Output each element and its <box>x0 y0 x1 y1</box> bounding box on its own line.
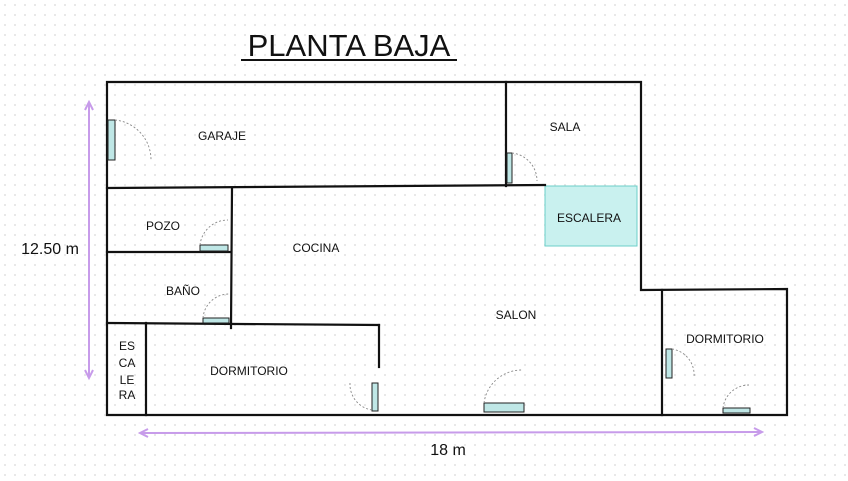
door-bano <box>202 293 230 324</box>
door-garaje <box>107 119 152 161</box>
escalera-small-line-1: ES <box>119 339 135 353</box>
plan-title: PLANTA BAJA <box>248 28 451 63</box>
room-label-escalera: ESCALERA <box>557 211 621 225</box>
door-sala <box>506 152 538 184</box>
room-label-garaje: GARAJE <box>198 129 246 143</box>
door-dormitorio-2-left <box>665 348 695 379</box>
door-dormitorio-1 <box>349 382 379 412</box>
door-salon <box>483 369 525 413</box>
room-label-cocina: COCINA <box>293 241 340 255</box>
door-pozo <box>199 219 229 252</box>
escalera-small-line-4: RA <box>119 388 136 402</box>
wall-garaje-bottom <box>105 183 547 190</box>
room-label-dormitorio-1: DORMITORIO <box>210 364 288 378</box>
room-label-pozo: POZO <box>146 219 180 233</box>
outer-wall <box>105 80 789 417</box>
wall-bano-dormitorio <box>105 321 381 327</box>
escalera-small-line-2: CA <box>119 356 136 370</box>
room-label-bano: BAÑO <box>166 284 200 298</box>
wall-pozo-cocina <box>229 186 234 330</box>
dimension-vertical <box>84 99 94 381</box>
door-dormitorio-2-bottom <box>722 384 751 414</box>
dimension-width-label: 18 m <box>430 442 466 459</box>
dimension-height-label: 12.50 m <box>21 241 79 258</box>
escalera-small-line-3: LE <box>120 373 135 387</box>
stair-area <box>544 185 638 247</box>
room-label-sala: SALA <box>550 120 581 134</box>
dimension-horizontal <box>137 427 765 438</box>
room-label-dormitorio-2: DORMITORIO <box>686 332 764 346</box>
room-label-salon: SALON <box>496 308 537 322</box>
